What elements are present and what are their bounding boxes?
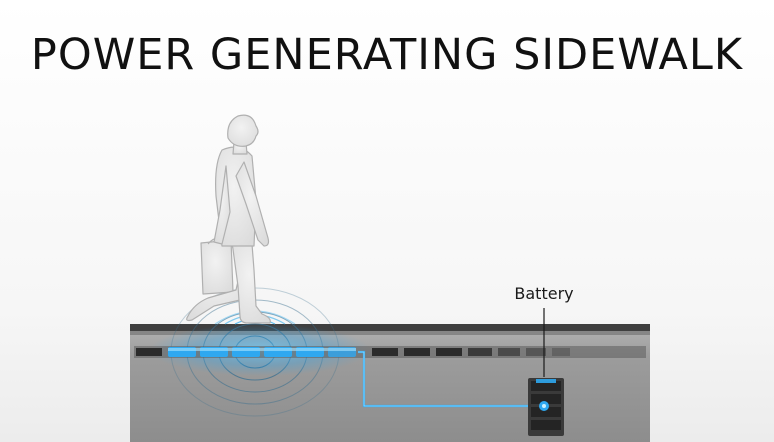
battery-icon (528, 378, 564, 436)
walking-man-with-briefcase-icon (186, 114, 271, 324)
battery-label: Battery (514, 284, 573, 303)
page-title: POWER GENERATING SIDEWALK (30, 30, 744, 80)
tile-highlight (168, 348, 356, 351)
